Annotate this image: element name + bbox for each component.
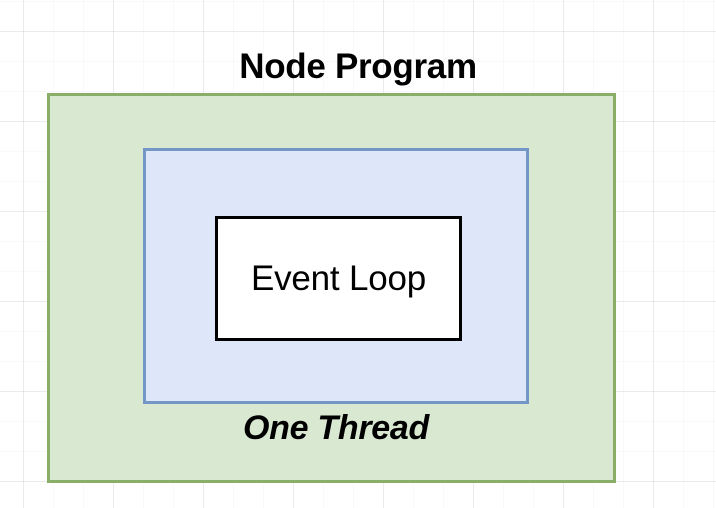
one-thread-box: Event Loop xyxy=(143,148,529,404)
diagram-title: Node Program xyxy=(239,47,477,86)
event-loop-label: Event Loop xyxy=(250,259,427,298)
event-loop-box: Event Loop xyxy=(215,216,462,341)
one-thread-label: One Thread xyxy=(243,409,429,447)
node-program-box: Event Loop One Thread xyxy=(47,93,616,483)
